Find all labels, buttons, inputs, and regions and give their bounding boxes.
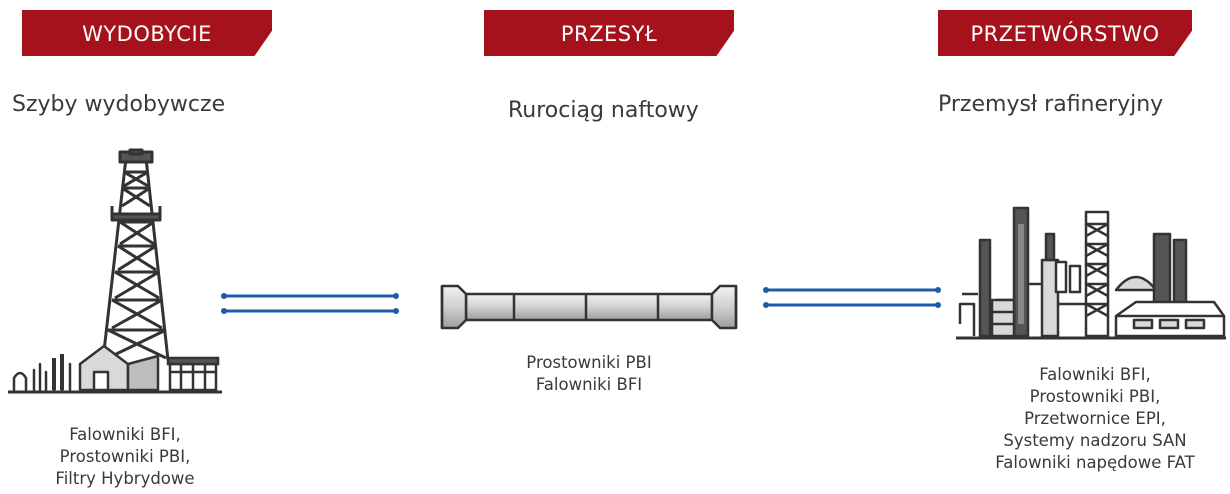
product-line: Przetwornice EPI, [1024, 409, 1166, 428]
product-line: Falowniki napędowe FAT [995, 453, 1195, 472]
product-line: Systemy nadzoru SAN [1003, 431, 1187, 450]
products-przesyl: Prostowniki PBI Falowniki BFI [484, 352, 694, 396]
products-wydobycie: Falowniki BFI, Prostowniki PBI, Filtry H… [20, 424, 230, 490]
product-line: Filtry Hybrydowe [55, 469, 195, 488]
heading-szyby: Szyby wydobywcze [12, 92, 226, 117]
badge-przetworstwo-label: PRZETWÓRSTWO [970, 22, 1160, 46]
heading-rurociag: Rurociąg naftowy [508, 98, 699, 123]
badge-wydobycie-label: WYDOBYCIE [82, 22, 212, 46]
product-line: Prostowniki PBI, [1029, 387, 1161, 406]
badge-przesyl: PRZESYŁ [484, 10, 734, 56]
pipeline-icon [440, 284, 738, 330]
product-line: Falowniki BFI, [1039, 365, 1151, 384]
product-line: Prostowniki PBI [526, 353, 652, 372]
heading-rafineria: Przemysł rafineryjny [938, 92, 1164, 117]
badge-przetworstwo: PRZETWÓRSTWO [938, 10, 1192, 56]
product-line: Falowniki BFI, [69, 425, 181, 444]
badge-przesyl-label: PRZESYŁ [560, 22, 658, 46]
connector-2-double-line-icon [763, 287, 941, 308]
product-line: Prostowniki PBI, [59, 447, 191, 466]
badge-wydobycie: WYDOBYCIE [22, 10, 272, 56]
oil-derrick-icon [8, 148, 222, 394]
connector-1-double-line-icon [221, 293, 399, 314]
products-przetworstwo: Falowniki BFI, Prostowniki PBI, Przetwor… [970, 364, 1220, 474]
refinery-icon [956, 206, 1226, 340]
product-line: Falowniki BFI [535, 375, 643, 394]
